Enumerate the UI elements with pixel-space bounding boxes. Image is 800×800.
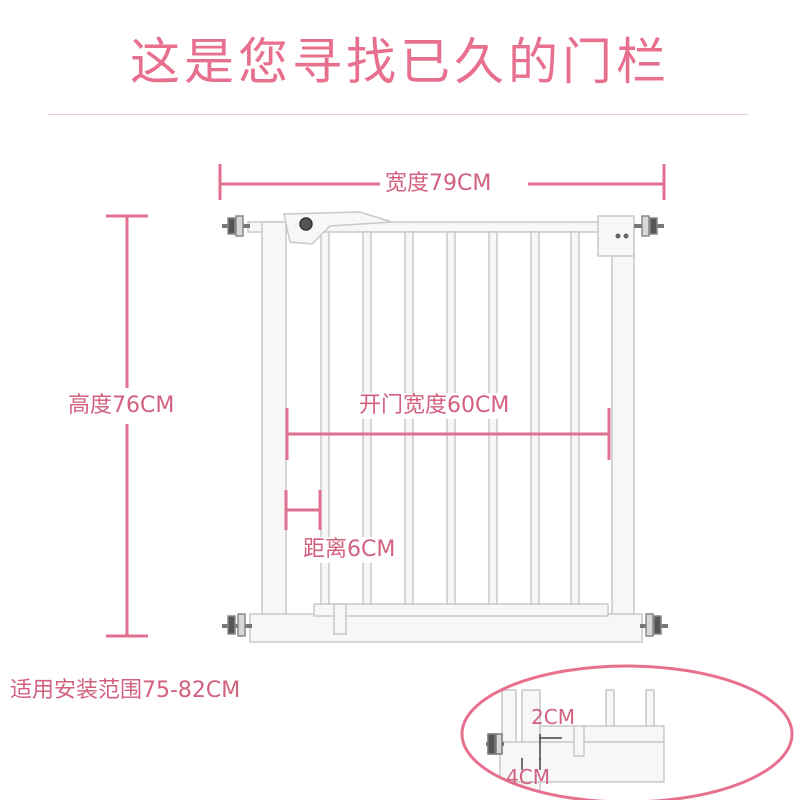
gate-left-post xyxy=(261,221,287,623)
screw-icon xyxy=(222,613,252,637)
door-bottom-lock xyxy=(333,603,347,635)
page-title: 这是您寻找已久的门栏 xyxy=(130,33,670,91)
title-divider xyxy=(48,114,748,115)
inset-label-4cm: 4CM xyxy=(506,765,550,789)
screw-icon xyxy=(222,215,250,237)
gate-bar xyxy=(530,231,540,605)
detail-inset-border xyxy=(460,664,794,800)
latch-button-icon xyxy=(299,217,313,231)
baby-gate-illustration xyxy=(247,211,643,643)
width-label: 宽度79CM xyxy=(381,171,496,197)
screw-icon xyxy=(634,215,664,237)
bar-spacing-label: 距离6CM xyxy=(299,537,400,563)
pressure-screws xyxy=(222,215,668,637)
gate-bar xyxy=(570,231,580,605)
inset-label-2cm: 2CM xyxy=(531,705,575,729)
install-range-label: 适用安装范围75-82CM xyxy=(10,678,241,703)
gate-bottom-rail xyxy=(249,613,643,643)
door-bottom-bar xyxy=(313,603,609,617)
detail-inset-content xyxy=(462,666,792,800)
dimension-lines xyxy=(106,164,666,638)
gate-right-post xyxy=(611,235,635,623)
height-label: 高度76CM xyxy=(68,393,175,418)
screw-icon xyxy=(640,613,668,637)
door-opening-label: 开门宽度60CM xyxy=(355,393,514,419)
